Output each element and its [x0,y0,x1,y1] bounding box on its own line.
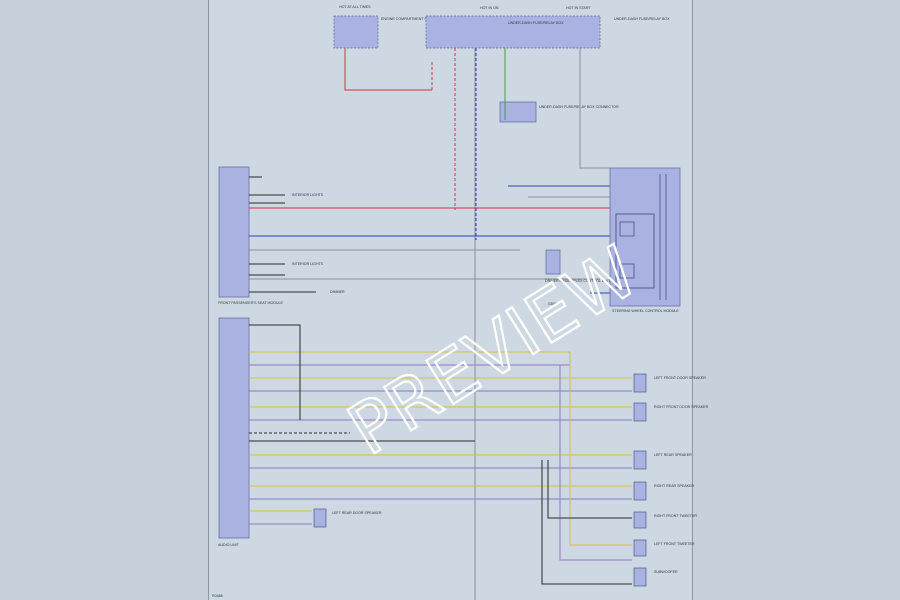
fuse-right-head: HOT IN START [566,6,591,10]
lighting-label-2: INTERIOR LIGHTS [292,262,324,266]
speaker-2: RIGHT FRONT DOOR SPEAKER [633,402,709,422]
speaker-4-label: RIGHT REAR SPEAKER [654,484,694,488]
connector-note-box: UNDER-DASH FUSE/RELAY BOX CONNECTOR [499,101,619,123]
right-module-label: STEERING WHEEL CONTROL MODULE [612,309,679,313]
speaker-3: LEFT REAR SPEAKER [633,450,692,470]
dimmer-label: DIMMER [330,290,345,294]
top-vertical-wires [344,48,610,600]
speaker-6: LEFT FRONT TWEETER [633,539,695,557]
speaker-7-label: SUBWOOFER [654,570,678,574]
speaker-1: LEFT FRONT DOOR SPEAKER [633,373,706,393]
fuse-mid-body: UNDER-DASH FUSE/RELAY BOX [508,21,564,25]
audio-unit-block: AUDIO UNIT [218,317,250,547]
speaker-6-label: LEFT FRONT TWEETER [654,542,695,546]
front-unit-label: FRONT PASSENGER'S SEAT MODULE [218,301,284,305]
page-code: R0488 [212,594,223,598]
speaker-1-label: LEFT FRONT DOOR SPEAKER [654,376,706,380]
right-control-module: STEERING WHEEL CONTROL MODULE [609,167,681,313]
speaker-group: LEFT FRONT DOOR SPEAKER RIGHT FRONT DOOR… [313,373,709,587]
speaker-8: LEFT REAR DOOR SPEAKER [313,508,382,528]
fuse-box-mid: HOT IN ON UNDER-DASH FUSE/RELAY BOX HOT … [425,6,670,49]
fuse-left-head: HOT AT ALL TIMES [339,5,371,9]
speaker-wires [249,324,632,585]
fuse-mid-head: HOT IN ON [480,6,499,10]
driver-module-label: DRIVER'S MULTIPLEX CONTROL UNIT [545,279,611,283]
fuse-right-body: UNDER-DASH FUSE/RELAY BOX [614,17,670,21]
front-unit-block: FRONT PASSENGER'S SEAT MODULE [218,166,284,305]
speaker-7: SUBWOOFER [633,567,678,587]
audio-unit-label: AUDIO UNIT [218,543,240,547]
lighting-label-1: INTERIOR LIGHTS [292,193,324,197]
speaker-4: RIGHT REAR SPEAKER [633,481,694,501]
ground-label: G501 [548,302,557,306]
speaker-8-label: LEFT REAR DOOR SPEAKER [332,511,382,515]
connector-note: UNDER-DASH FUSE/RELAY BOX CONNECTOR [539,105,619,109]
speaker-5: RIGHT FRONT TWEETER [633,511,697,529]
small-switch: DRIVER'S MULTIPLEX CONTROL UNIT G501 [545,249,611,306]
speaker-5-label: RIGHT FRONT TWEETER [654,514,697,518]
speaker-3-label: LEFT REAR SPEAKER [654,453,692,457]
speaker-2-label: RIGHT FRONT DOOR SPEAKER [654,405,709,409]
front-unit-wires [249,176,610,294]
